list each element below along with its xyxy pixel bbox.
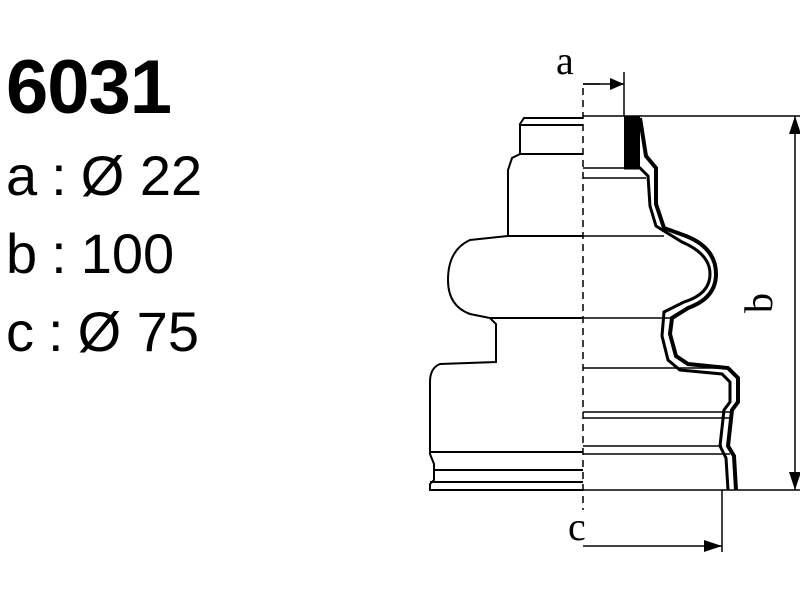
dimension-c xyxy=(583,490,723,552)
spec-value: Ø 75 xyxy=(77,300,199,363)
spec-key: c xyxy=(6,300,34,363)
boot-exterior-outline xyxy=(429,117,583,491)
spec-panel: 6031 a:Ø 22 b:100 c:Ø 75 xyxy=(6,50,202,360)
cross-section-lines xyxy=(583,115,800,491)
label-a: a xyxy=(556,38,574,83)
label-c: c xyxy=(568,504,586,549)
spec-key: a xyxy=(6,144,38,207)
spec-separator: : xyxy=(48,300,64,363)
dimension-b xyxy=(660,115,800,490)
label-b: b xyxy=(736,293,781,313)
spec-row-a: a:Ø 22 xyxy=(6,148,202,204)
dimension-a xyxy=(583,72,625,116)
spec-value: Ø 22 xyxy=(80,144,203,207)
spec-separator: : xyxy=(51,144,67,207)
spec-separator: : xyxy=(51,222,67,285)
spec-row-b: b:100 xyxy=(6,226,202,282)
part-number: 6031 xyxy=(6,45,172,130)
boot-cross-section xyxy=(624,116,740,491)
spec-row-c: c:Ø 75 xyxy=(6,304,202,360)
spec-value: 100 xyxy=(80,222,175,285)
spec-key: b xyxy=(6,222,38,285)
